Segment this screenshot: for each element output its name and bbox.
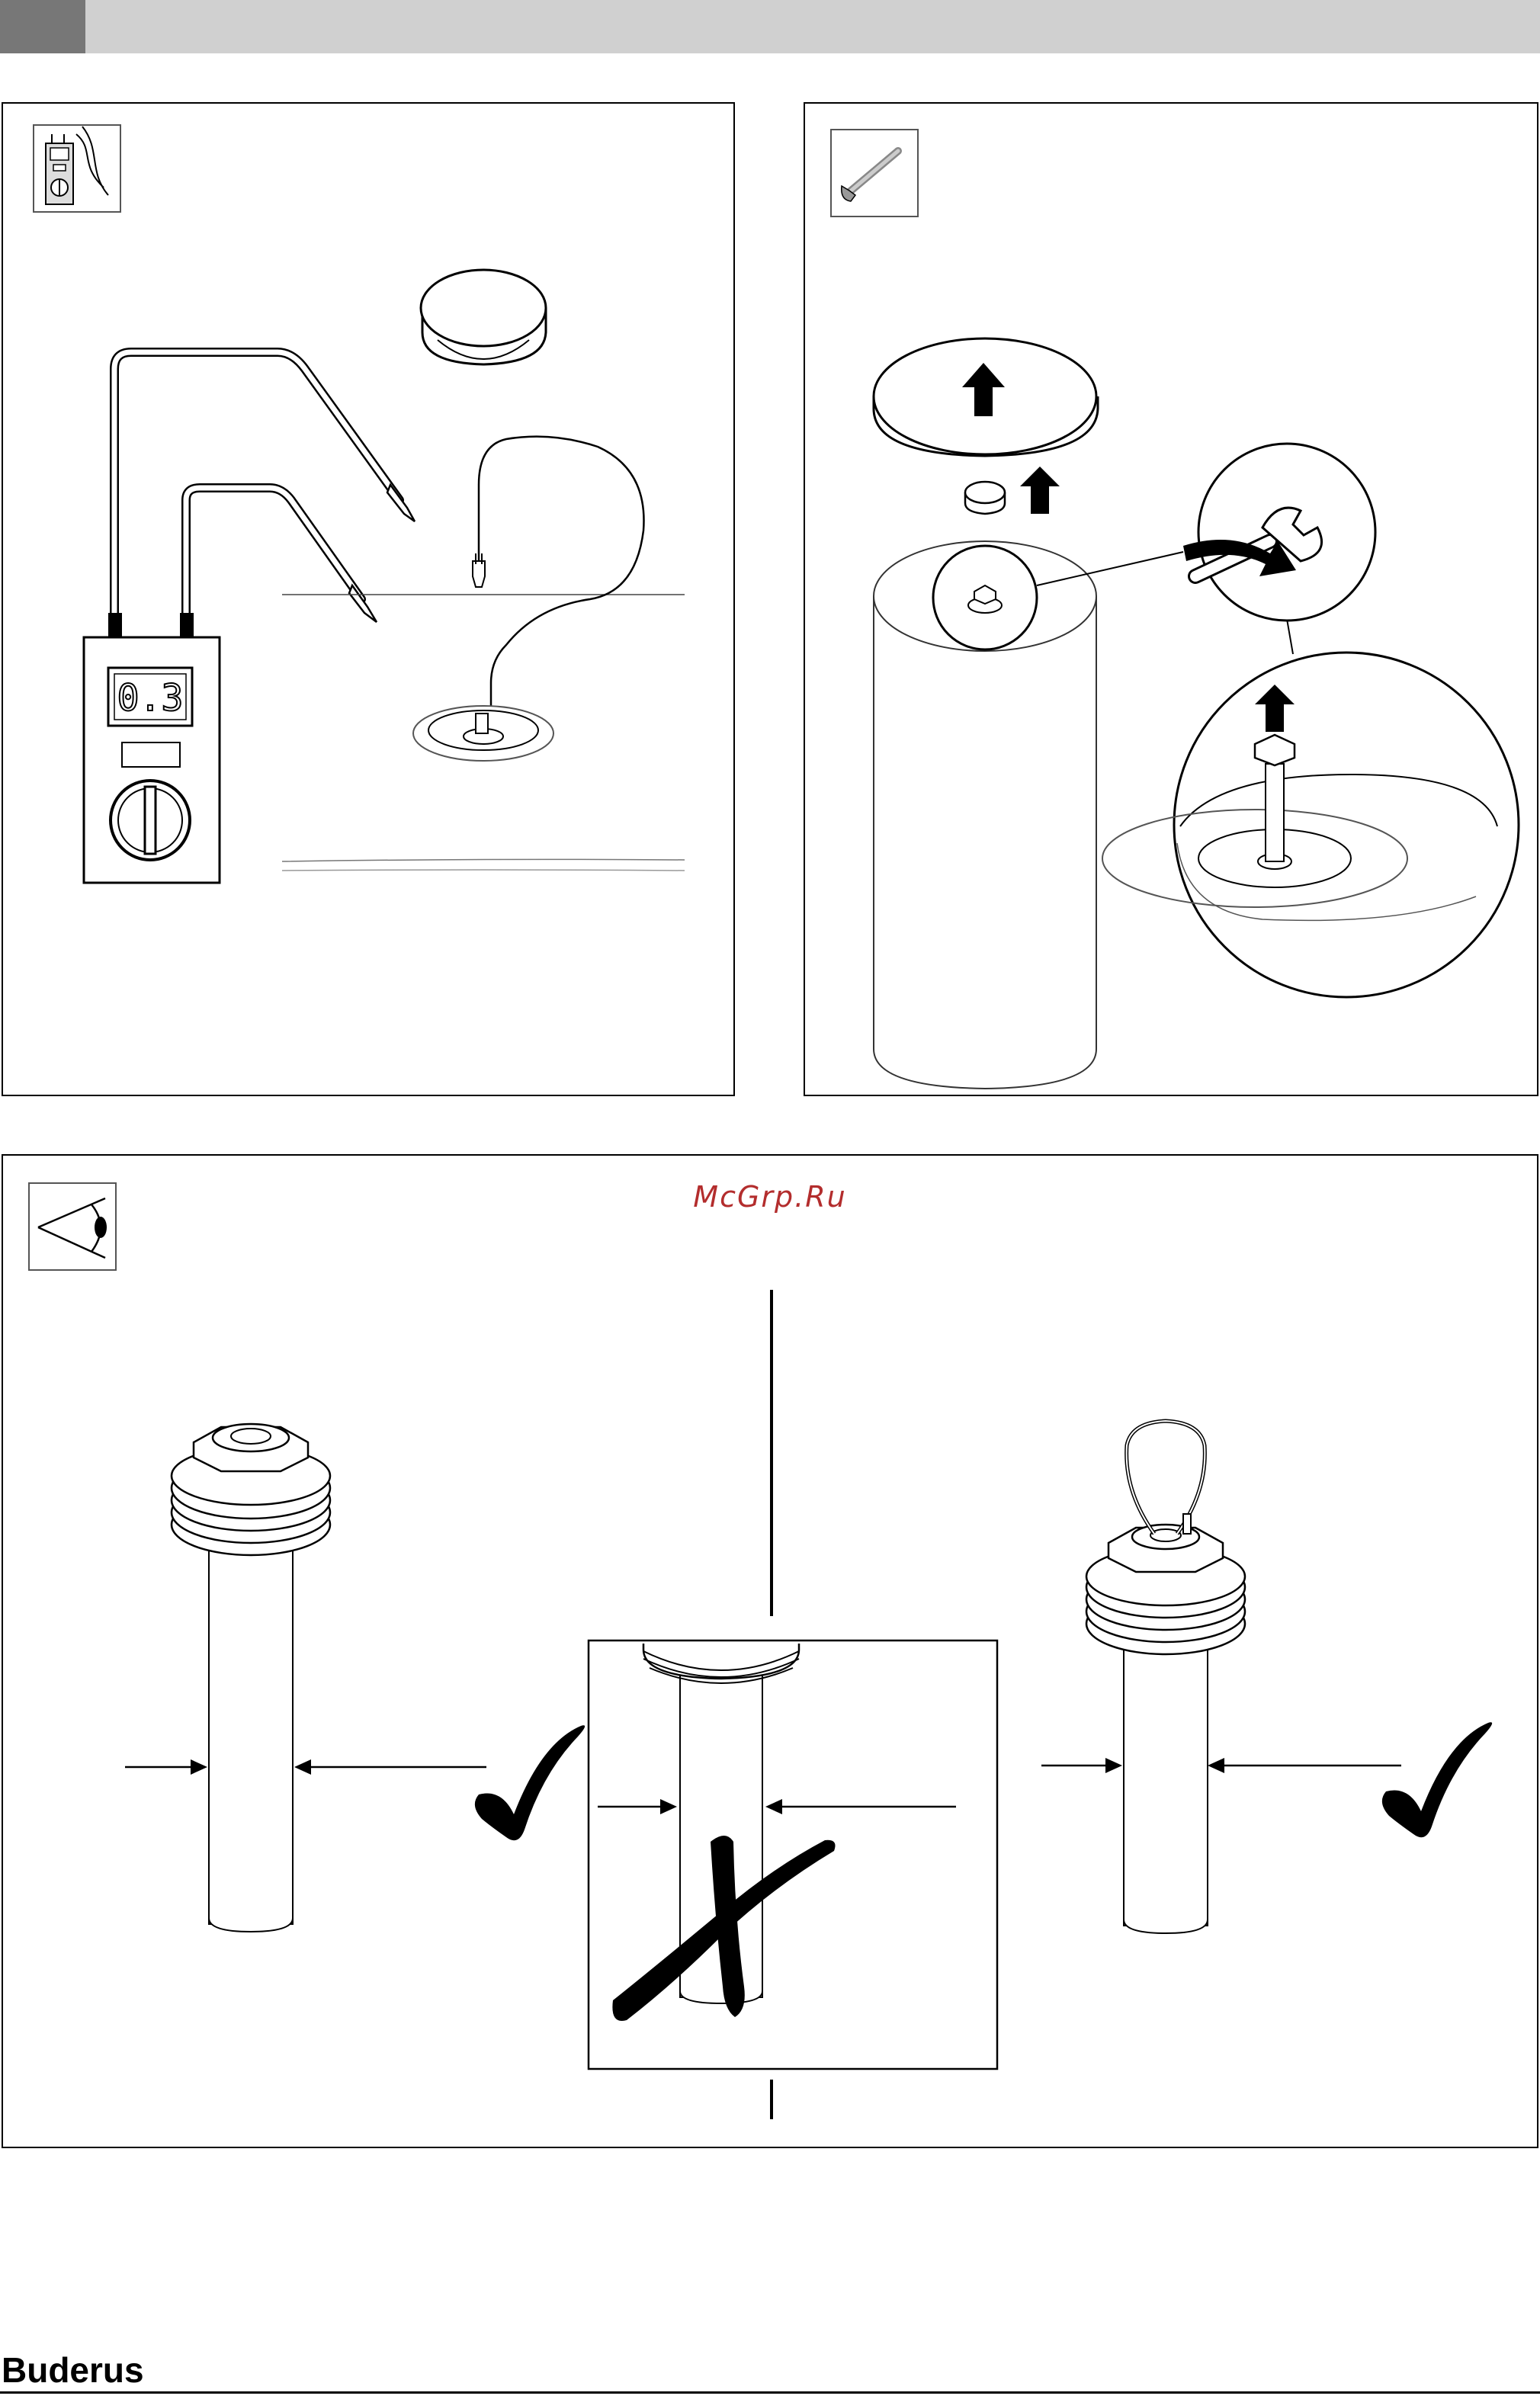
eye-inspect-icon [29, 1183, 116, 1270]
page-header-bar [0, 0, 1540, 53]
panel-disassemble [804, 102, 1538, 1096]
storage-tank [874, 541, 1096, 1089]
wrench-icon [831, 130, 918, 216]
inspect-illustration [3, 1156, 1540, 2150]
panel-inspect [2, 1154, 1538, 2148]
multimeter: 0.3 [84, 637, 220, 883]
tank-lid [874, 338, 1098, 456]
page-header-tab [0, 0, 85, 53]
brand-logo: Buderus [2, 2349, 144, 2391]
anode-worn-inset [589, 1640, 997, 2069]
disassemble-illustration [805, 104, 1540, 1098]
sensor-cap [421, 270, 546, 364]
anode-ok-right [1086, 1421, 1245, 1933]
probe-plug-black [108, 613, 122, 639]
multimeter-display: 0.3 [117, 677, 184, 720]
anode-ok-left [172, 1424, 330, 1932]
watermark: McGrp.Ru [656, 1180, 884, 1214]
probe-plug-red [180, 613, 194, 639]
footer-rule [0, 2391, 1540, 2394]
lift-arrow-icon [1020, 467, 1060, 514]
multimeter-icon [34, 125, 120, 212]
panel-measure: 0.3 [2, 102, 735, 1096]
check-mark-right-icon [1382, 1722, 1492, 1837]
measure-illustration: 0.3 [3, 104, 736, 1098]
anode-removal-detail [1102, 653, 1519, 997]
check-mark-left-icon [475, 1725, 585, 1840]
wrench-detail [1183, 444, 1375, 621]
